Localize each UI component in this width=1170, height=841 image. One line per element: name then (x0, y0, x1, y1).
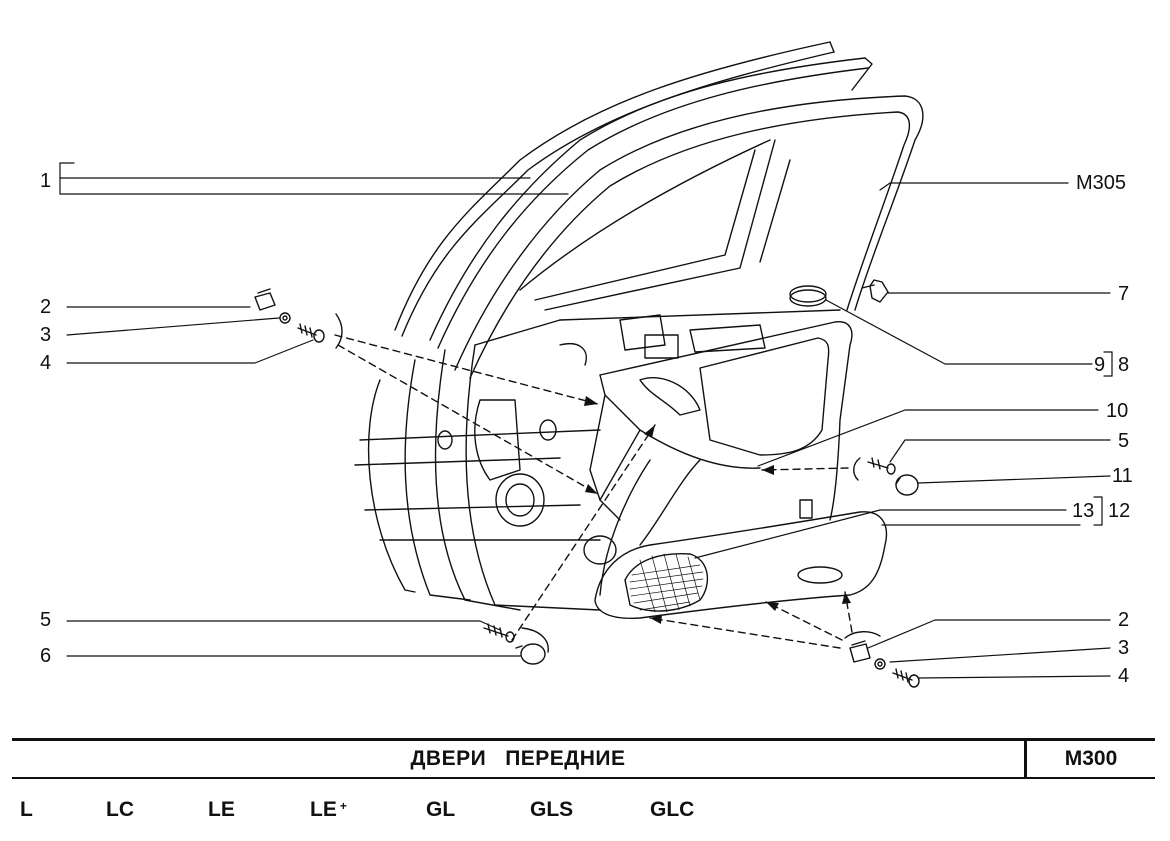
section-code: M300 (1064, 747, 1118, 770)
model-glc: GLC (650, 798, 695, 821)
armrest (594, 511, 887, 619)
title-divider (1024, 741, 1027, 777)
callout-2: 2 (40, 296, 52, 318)
callout-13: 13 (1072, 500, 1095, 522)
part-plug-9 (789, 285, 827, 307)
door-exploded-diagram (59, 41, 1113, 688)
callout-4-bottom: 4 (1118, 665, 1130, 687)
door-seal-middle (429, 57, 873, 349)
door-seal-outer (394, 41, 835, 337)
trim-panel (589, 321, 853, 596)
door-frame (454, 95, 924, 379)
callout-7: 7 (1118, 283, 1130, 305)
part-washer-3-bottom (874, 658, 886, 670)
model-le-plus: LE+ (310, 798, 347, 821)
part-screw-4-bottom (892, 668, 920, 688)
callout-5-left: 5 (40, 609, 52, 631)
callout-1: 1 (40, 170, 52, 192)
door-body (354, 309, 841, 611)
callout-12: 12 (1108, 500, 1131, 522)
callout-9: 9 (1094, 354, 1106, 376)
callout-5-right: 5 (1118, 430, 1130, 452)
part-clip-2-top (254, 288, 276, 311)
callout-8: 8 (1118, 354, 1130, 376)
part-cap-6 (515, 643, 546, 665)
title-block: ДВЕРИ ПЕРЕДНИЕ M300 (12, 738, 1155, 779)
callout-3-bottom: 3 (1118, 637, 1130, 659)
model-le: LE (208, 798, 235, 821)
part-clip-2-bottom (849, 640, 871, 663)
callout-4: 4 (40, 352, 52, 374)
part-washer-3-top (279, 312, 291, 324)
part-clip-7 (861, 279, 889, 303)
page-title: ДВЕРИ ПЕРЕДНИЕ (410, 747, 626, 770)
model-gl: GL (426, 798, 456, 821)
model-l: L (20, 798, 33, 821)
part-screw-4-top (297, 323, 325, 343)
speaker-grille-texture (629, 553, 704, 613)
callout-10: 10 (1106, 400, 1129, 422)
model-gls: GLS (530, 798, 574, 821)
callout-6: 6 (40, 645, 52, 667)
callout-3: 3 (40, 324, 52, 346)
callout-11: 11 (1112, 465, 1133, 487)
part-screw-5-right (867, 457, 896, 475)
callout-m305: M305 (1076, 172, 1127, 194)
part-cap-11 (895, 474, 919, 496)
callout-2-bottom: 2 (1118, 609, 1130, 631)
part-screw-5-bottom (483, 623, 515, 643)
model-lc: LC (106, 798, 134, 821)
